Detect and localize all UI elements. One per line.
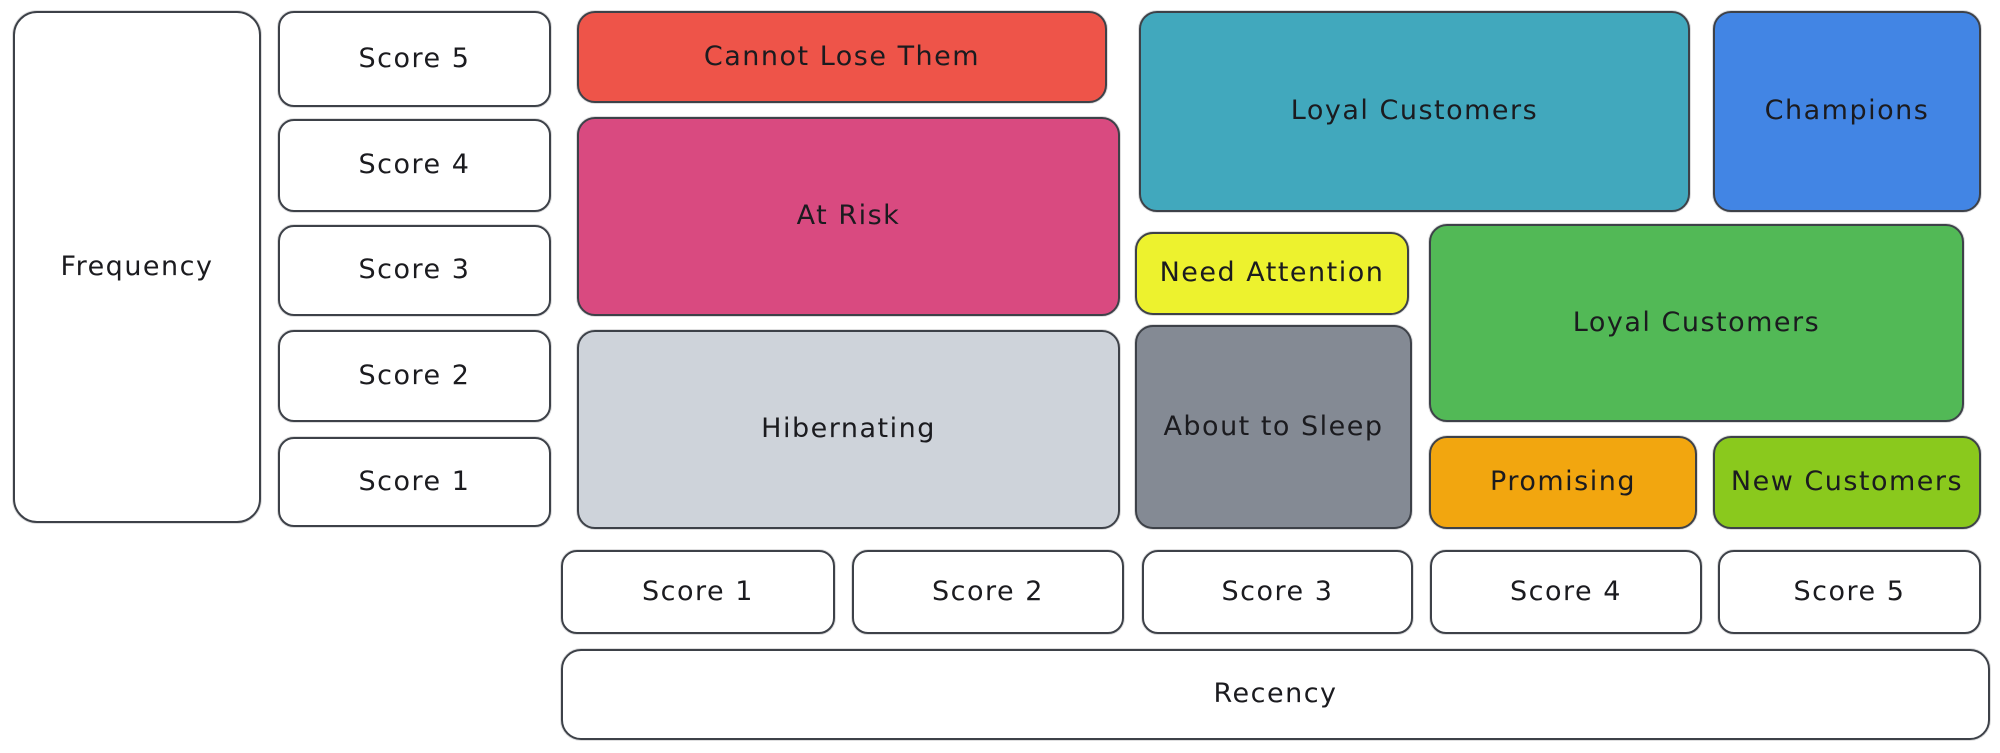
recency-score-4-label: Score 4 xyxy=(1510,575,1622,607)
segment-at-risk-label: At Risk xyxy=(796,200,901,232)
recency-axis-label: Recency xyxy=(1213,678,1338,710)
frequency-score-4-box: Score 4 xyxy=(278,119,551,212)
segment-loyal-customers-right: Loyal Customers xyxy=(1429,224,1964,422)
segment-about-to-sleep-label: About to Sleep xyxy=(1163,410,1384,442)
frequency-axis-label: Frequency xyxy=(60,250,214,282)
recency-score-3-label: Score 3 xyxy=(1221,575,1334,607)
frequency-score-3-label: Score 3 xyxy=(358,254,471,286)
frequency-score-3-box: Score 3 xyxy=(278,225,551,316)
frequency-score-1-box: Score 1 xyxy=(278,437,551,527)
segment-need-attention: Need Attention xyxy=(1135,232,1409,315)
recency-score-3-box: Score 3 xyxy=(1142,550,1413,634)
segment-new-customers-label: New Customers xyxy=(1730,466,1964,498)
recency-score-4-box: Score 4 xyxy=(1430,550,1702,634)
segment-loyal-customers-top: Loyal Customers xyxy=(1139,11,1690,212)
frequency-score-2-box: Score 2 xyxy=(278,330,551,422)
segment-cannot-lose-them-label: Cannot Lose Them xyxy=(703,40,981,72)
frequency-score-5-box: Score 5 xyxy=(278,11,551,107)
segment-promising: Promising xyxy=(1429,436,1697,529)
frequency-score-5-label: Score 5 xyxy=(358,42,471,74)
recency-score-2-label: Score 2 xyxy=(932,575,1044,607)
recency-score-1-label: Score 1 xyxy=(642,575,754,607)
segment-at-risk: At Risk xyxy=(577,117,1120,316)
segment-about-to-sleep: About to Sleep xyxy=(1135,325,1412,529)
recency-axis-label-box: Recency xyxy=(561,649,1990,740)
recency-score-5-label: Score 5 xyxy=(1793,575,1906,607)
frequency-axis-label-box: Frequency xyxy=(13,11,261,523)
recency-score-5-box: Score 5 xyxy=(1718,550,1981,634)
frequency-score-2-label: Score 2 xyxy=(358,359,471,391)
segment-champions-label: Champions xyxy=(1764,95,1930,127)
segment-promising-label: Promising xyxy=(1490,466,1636,498)
segment-new-customers: New Customers xyxy=(1713,436,1981,529)
frequency-score-4-label: Score 4 xyxy=(358,149,471,181)
segment-hibernating: Hibernating xyxy=(577,330,1120,529)
segment-champions: Champions xyxy=(1713,11,1981,212)
segment-hibernating-label: Hibernating xyxy=(761,413,936,445)
frequency-score-1-label: Score 1 xyxy=(358,465,471,497)
recency-score-1-box: Score 1 xyxy=(561,550,835,634)
segment-cannot-lose-them: Cannot Lose Them xyxy=(577,11,1107,103)
recency-score-2-box: Score 2 xyxy=(852,550,1124,634)
segment-need-attention-label: Need Attention xyxy=(1159,257,1385,289)
segment-loyal-customers-right-label: Loyal Customers xyxy=(1572,306,1821,338)
segment-loyal-customers-top-label: Loyal Customers xyxy=(1290,95,1539,127)
